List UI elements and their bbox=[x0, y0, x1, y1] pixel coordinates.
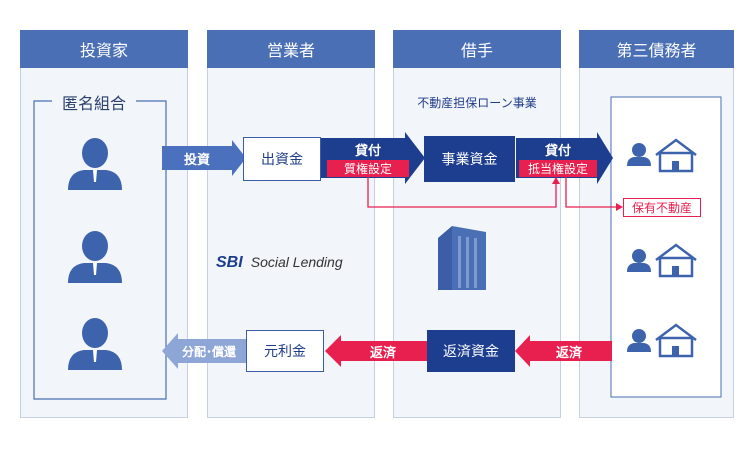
logo-text: Social Lending bbox=[250, 254, 343, 270]
sbi-logo: SBI Social Lending bbox=[216, 252, 366, 274]
debtor-person-icon bbox=[627, 329, 651, 352]
house-icon bbox=[655, 243, 697, 278]
debtor-header: 第三債務者 bbox=[579, 30, 734, 68]
building-icon bbox=[438, 226, 486, 290]
house-icon bbox=[655, 323, 697, 358]
principal-box: 元利金 bbox=[246, 330, 324, 372]
investor-person-icon bbox=[68, 138, 122, 190]
invest-arrow bbox=[162, 140, 246, 176]
business-subtitle: 不動産担保ローン事業 bbox=[417, 96, 537, 110]
investor-person-icon bbox=[68, 318, 122, 370]
owned-property-tag: 保有不動産 bbox=[623, 198, 701, 217]
repay-funds-box: 返済資金 bbox=[427, 330, 515, 372]
invest-label: 投資 bbox=[183, 152, 210, 168]
borrower-header: 借手 bbox=[393, 30, 561, 68]
debtor-person-icon bbox=[627, 249, 651, 272]
repay-arrow-2 bbox=[515, 335, 612, 367]
loan-label-1: 貸付 bbox=[354, 143, 381, 159]
investor-group-title: 匿名組合 bbox=[52, 90, 136, 114]
debtor-person-icon bbox=[627, 143, 651, 166]
business-funds-box: 事業資金 bbox=[424, 136, 515, 182]
mortgage-tag: 抵当権設定 bbox=[519, 160, 597, 177]
repay-arrow-1 bbox=[325, 335, 427, 367]
pledge-tag: 質権設定 bbox=[327, 160, 409, 177]
capital-box: 出資金 bbox=[243, 137, 321, 181]
operator-header: 営業者 bbox=[207, 30, 375, 68]
investor-person-icon bbox=[68, 231, 122, 283]
investor-header: 投資家 bbox=[20, 30, 188, 68]
repay-label-2: 返済 bbox=[555, 345, 582, 361]
repay-label-1: 返済 bbox=[369, 345, 396, 361]
logo-brand: SBI bbox=[216, 254, 243, 271]
distribution-label: 分配･償還 bbox=[181, 344, 236, 359]
house-icon bbox=[655, 138, 697, 173]
loan-label-2: 貸付 bbox=[544, 143, 571, 159]
distribution-arrow bbox=[162, 333, 246, 369]
